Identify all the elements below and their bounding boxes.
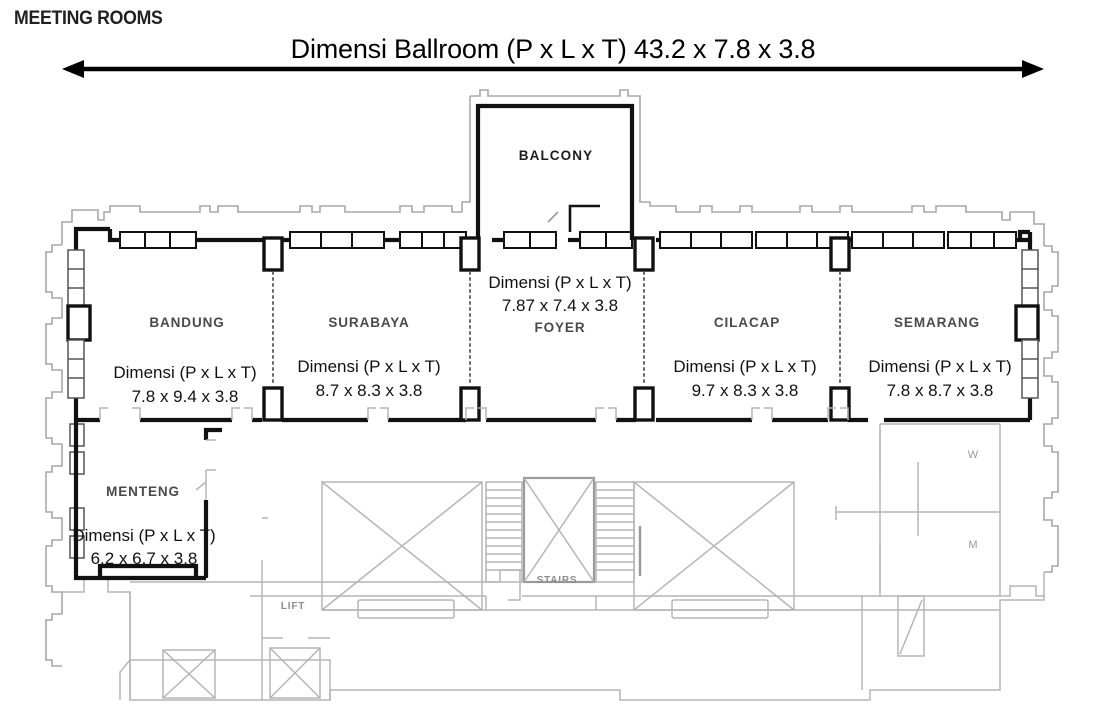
lift-label: LIFT [281, 601, 305, 612]
balcony-room: BALCONY [475, 103, 635, 240]
service-labels: STAIRS LIFT W M [281, 449, 979, 612]
room-name-menteng: MENTENG [106, 484, 180, 499]
stair-treads-left [485, 481, 523, 583]
room-dim-label-surabaya: Dimensi (P x L x T) [297, 357, 440, 376]
restroom-women-label: W [968, 449, 979, 461]
room-dim-label-cilacap: Dimensi (P x L x T) [673, 357, 816, 376]
room-dim-value-foyer: 7.87 x 7.4 x 3.8 [502, 296, 618, 315]
overall-dimension-arrow [62, 60, 1044, 78]
room-dim-label-semarang: Dimensi (P x L x T) [868, 357, 1011, 376]
ballroom-door-openings [99, 407, 849, 420]
room-name-bandung: BANDUNG [149, 315, 224, 330]
side-wall-window-panels [66, 249, 1040, 559]
room-labels: BANDUNG Dimensi (P x L x T) 7.8 x 9.4 x … [72, 273, 1011, 568]
room-dim-value-bandung: 7.8 x 9.4 x 3.8 [132, 387, 239, 406]
room-name-cilacap: CILACAP [714, 315, 780, 330]
top-wall-window-panels [119, 231, 1017, 249]
room-dim-value-semarang: 7.8 x 8.7 x 3.8 [887, 381, 994, 400]
restroom-block [835, 423, 1001, 596]
room-dim-label-foyer: Dimensi (P x L x T) [488, 273, 631, 292]
building-envelope-outline [45, 89, 1059, 667]
room-name-surabaya: SURABAYA [328, 315, 409, 330]
lower-building-outline [62, 517, 1045, 701]
room-dim-value-surabaya: 8.7 x 8.3 x 3.8 [316, 381, 423, 400]
room-name-foyer: FOYER [534, 320, 585, 335]
restroom-men-label: M [968, 539, 977, 551]
menteng-room [73, 420, 222, 581]
room-name-semarang: SEMARANG [894, 315, 980, 330]
room-dim-label-bandung: Dimensi (P x L x T) [113, 363, 256, 382]
stairs-label: STAIRS [537, 575, 578, 586]
balcony-label: BALCONY [519, 148, 593, 163]
room-dim-label-menteng: Dimensi (P x L x T) [72, 526, 215, 545]
overall-dimension-label: Dimensi Ballroom (P x L x T) 43.2 x 7.8 … [290, 34, 816, 64]
room-dim-value-cilacap: 9.7 x 8.3 x 3.8 [692, 381, 799, 400]
partition-columns [262, 236, 851, 422]
page-title: MEETING ROOMS [14, 8, 163, 29]
stair-treads-right [595, 481, 635, 583]
stairs-core-block [250, 476, 1000, 619]
room-dim-value-menteng: 6.2 x 6.7 x 3.8 [91, 549, 198, 568]
